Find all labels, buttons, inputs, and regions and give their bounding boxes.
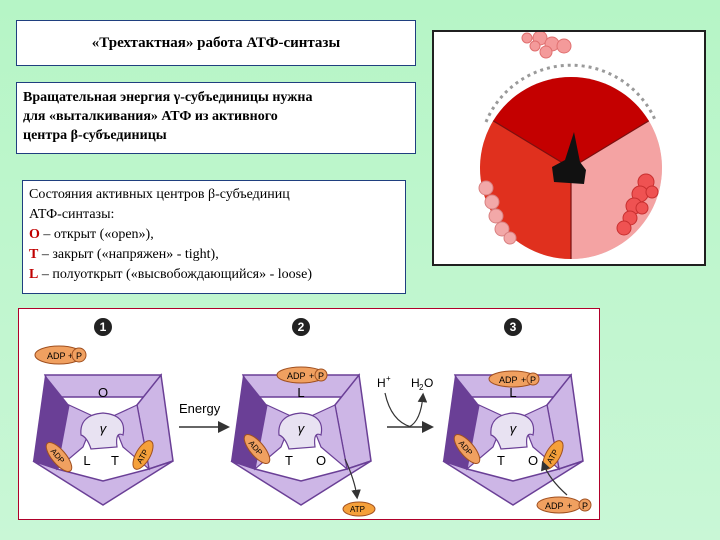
states-box: Состояния активных центров β-субъединиц … <box>22 180 406 294</box>
adp-label-3: ADP <box>499 375 518 385</box>
proton-label: H <box>377 376 386 390</box>
step-number-3: 3 <box>510 320 517 334</box>
gamma-3: γ <box>510 421 518 436</box>
beads-right <box>616 173 659 236</box>
description-box: Вращательная энергия γ-субъединицы нужна… <box>16 82 416 154</box>
step-number-1: 1 <box>100 320 107 334</box>
state-letter-t: T <box>29 247 39 262</box>
title-box: «Трехтактная» работа АТФ-синтазы <box>16 20 416 66</box>
gamma-2: γ <box>298 421 306 436</box>
site-l-1: L <box>83 453 90 468</box>
site-t-2: T <box>285 453 293 468</box>
adp-pill-1: ADP + P <box>34 345 87 365</box>
plus-2: + <box>309 371 314 381</box>
site-l-3: L <box>509 385 516 400</box>
adp-bound-3: ADP <box>453 433 481 465</box>
rotor-panel <box>432 30 706 266</box>
adp-pill-3: ADP + P <box>488 370 540 388</box>
step-badge-3: 3 <box>504 318 522 336</box>
sector-top <box>493 77 649 168</box>
complex-2: L γ T O <box>230 374 372 506</box>
site-l-2: L <box>297 385 304 400</box>
description-line-1: Вращательная энергия γ-субъединицы нужна <box>23 90 313 105</box>
site-o-3: O <box>528 453 538 468</box>
beads-top <box>521 30 572 59</box>
proton-charge: + <box>386 374 391 383</box>
atp-released-label: ATP <box>350 505 365 514</box>
rotor-circle <box>480 63 662 259</box>
adp-bound-1: ADP <box>45 441 73 473</box>
site-o-2: O <box>316 453 326 468</box>
pi-3: P <box>530 375 536 385</box>
proton-arrow: H + H 2 O <box>377 374 434 433</box>
cycle-panel: 1 2 3 O γ L T L γ T O L γ <box>18 308 600 520</box>
gamma-shaft-icon <box>552 132 586 184</box>
state-open-text: – открыт («open»), <box>39 227 154 242</box>
plus-4: + <box>567 501 572 511</box>
complex-3: L γ T O <box>442 374 584 506</box>
plus-3: + <box>521 375 526 385</box>
sector-right <box>571 120 662 259</box>
atp-release-arrow <box>344 458 361 500</box>
gamma-1: γ <box>100 421 108 436</box>
adp-bound-2: ADP <box>243 433 271 465</box>
adp-label-2: ADP <box>287 371 306 381</box>
state-tight-text: – закрыт («напряжен» - tight), <box>38 247 219 262</box>
state-loose: L – полуоткрыт («высвобождающийся» - loo… <box>29 265 399 285</box>
step-badge-2: 2 <box>292 318 310 336</box>
rotor-illustration <box>478 30 662 259</box>
states-heading-1: Состояния активных центров β-субъединиц <box>29 187 290 202</box>
water-h: H <box>411 376 420 390</box>
state-letter-o: O <box>29 227 40 242</box>
adp-pill-incoming: ADP + P <box>536 496 592 514</box>
atp-released: ATP <box>342 501 376 517</box>
pi-1: P <box>76 351 82 361</box>
states-heading-2: АТФ-синтазы: <box>29 207 115 222</box>
cycle-diagram: 1 2 3 O γ L T L γ T O L γ <box>32 318 592 517</box>
energy-arrow: Energy <box>179 401 230 433</box>
description-line-2: для «выталкивания» АТФ из активного <box>23 109 278 124</box>
pi-2: P <box>318 371 324 381</box>
site-t-3: T <box>497 453 505 468</box>
site-t-1: T <box>111 453 119 468</box>
beads-left <box>478 180 517 245</box>
description-line-3: центра β-субъединицы <box>23 128 167 143</box>
state-tight: T – закрыт («напряжен» - tight), <box>29 245 399 265</box>
water-sub: 2 <box>419 383 424 392</box>
atp-bound-1: ATP <box>132 440 154 470</box>
complex-1: O γ L T <box>32 374 174 506</box>
step-number-2: 2 <box>298 320 305 334</box>
step-badge-1: 1 <box>94 318 112 336</box>
water-o: O <box>424 376 433 390</box>
adp-binding-arrow <box>541 460 568 496</box>
plus-1: + <box>68 351 73 361</box>
state-open: O – открыт («open»), <box>29 225 399 245</box>
adp-label-1: ADP <box>47 351 66 361</box>
site-o-1: O <box>98 385 108 400</box>
state-loose-text: – полуоткрыт («высвобождающийся» - loose… <box>38 267 312 282</box>
energy-label: Energy <box>179 401 221 416</box>
adp-pill-2: ADP + P <box>276 366 328 384</box>
adp-label-4: ADP <box>545 501 564 511</box>
pi-4: P <box>582 501 588 511</box>
page-title: «Трехтактная» работа АТФ-синтазы <box>91 34 341 51</box>
state-letter-l: L <box>29 267 39 282</box>
